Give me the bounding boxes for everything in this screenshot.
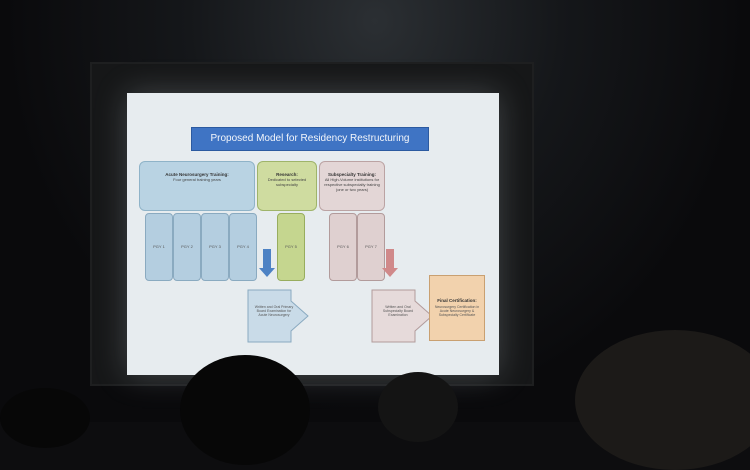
subspecialty-exam-arrow: Written and Oral Subspecialty Board Exam… bbox=[371, 289, 433, 343]
pgy-box: PGY 4 bbox=[229, 213, 257, 281]
right-arrow-shape-icon bbox=[247, 289, 309, 343]
down-arrow-icon bbox=[259, 249, 275, 277]
primary-exam-arrow: Written and Oral Primary Board Examinati… bbox=[247, 289, 309, 343]
audience-head bbox=[0, 388, 90, 448]
audience-head bbox=[575, 330, 750, 470]
subspecialty-box: Subspecialty Training: All High-Volume i… bbox=[319, 161, 385, 211]
subspecialty-heading: Subspecialty Training: bbox=[327, 172, 376, 177]
down-arrow-icon bbox=[382, 249, 398, 277]
final-text: Neurosurgery Certification in Acute Neur… bbox=[434, 305, 480, 317]
pgy-box: PGY 3 bbox=[201, 213, 229, 281]
pgy-box: PGY 5 bbox=[277, 213, 305, 281]
pgy-box: PGY 6 bbox=[329, 213, 357, 281]
subspecialty-exam-text: Written and Oral Subspecialty Board Exam… bbox=[382, 305, 414, 317]
research-text: Dedicated to selected subspecialty bbox=[267, 177, 307, 187]
slide-title: Proposed Model for Residency Restructuri… bbox=[191, 127, 429, 151]
acute-text: Four general training years bbox=[173, 177, 221, 182]
acute-heading: Acute Neurosurgery Training: bbox=[165, 172, 229, 177]
acute-training-box: Acute Neurosurgery Training: Four genera… bbox=[139, 161, 255, 211]
research-heading: Research: bbox=[276, 172, 298, 177]
pgy-box: PGY 2 bbox=[173, 213, 201, 281]
pgy-box: PGY 7 bbox=[357, 213, 385, 281]
audience-head bbox=[378, 372, 458, 442]
presentation-slide: Proposed Model for Residency Restructuri… bbox=[127, 93, 499, 375]
final-heading: Final Certification: bbox=[437, 298, 477, 303]
final-certification-box: Final Certification: Neurosurgery Certif… bbox=[429, 275, 485, 341]
research-box: Research: Dedicated to selected subspeci… bbox=[257, 161, 317, 211]
subspecialty-text: All High-Volume institutions for respect… bbox=[324, 177, 380, 192]
right-arrow-shape-icon bbox=[371, 289, 433, 343]
primary-exam-text: Written and Oral Primary Board Examinati… bbox=[254, 305, 294, 317]
pgy-box: PGY 1 bbox=[145, 213, 173, 281]
audience-head bbox=[180, 355, 310, 465]
